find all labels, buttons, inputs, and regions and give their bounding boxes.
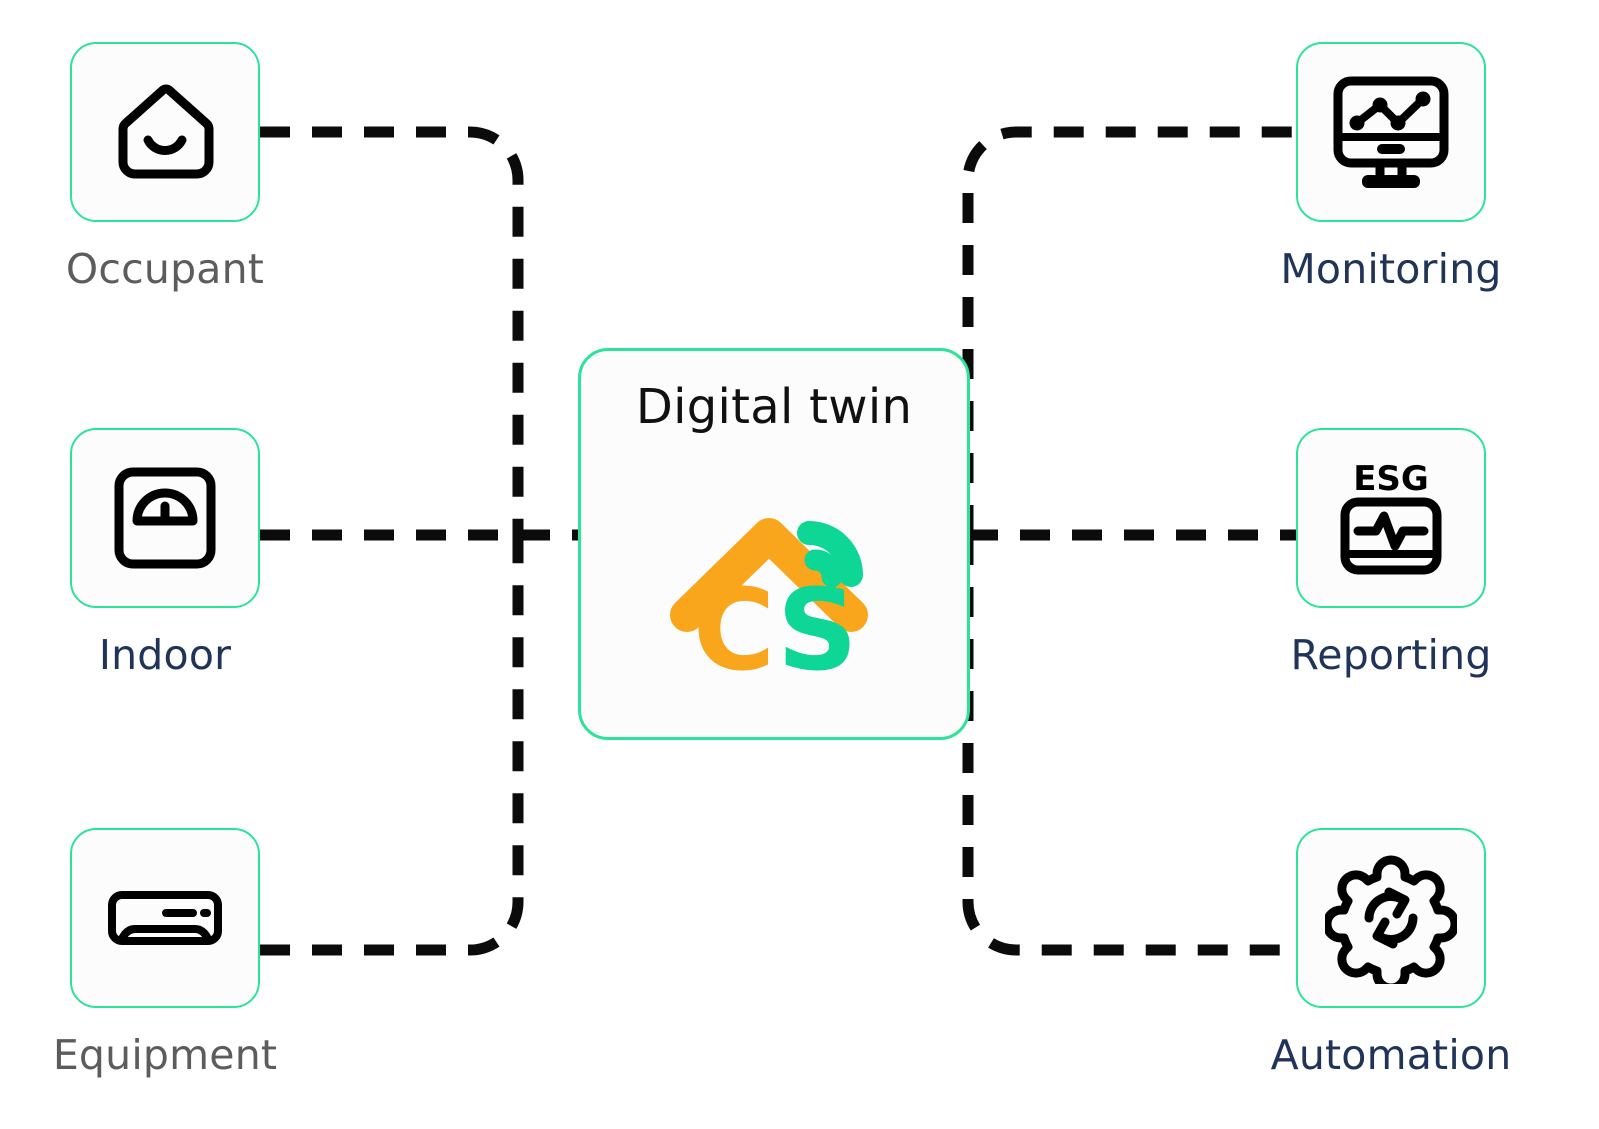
- occupant-tile[interactable]: [70, 42, 260, 222]
- connector-automation: [962, 535, 1296, 956]
- svg-text:S: S: [777, 566, 858, 677]
- automation-tile[interactable]: [1296, 828, 1486, 1008]
- reporting-tile[interactable]: ESG: [1296, 428, 1486, 608]
- air-conditioner-icon: [100, 853, 230, 983]
- connector-equipment: [260, 535, 524, 956]
- esg-report-icon: ESG: [1327, 454, 1455, 582]
- node-label-indoor: Indoor: [98, 631, 232, 679]
- node-label-equipment: Equipment: [52, 1031, 278, 1079]
- node-label-reporting: Reporting: [1290, 631, 1492, 679]
- hub-title: Digital twin: [635, 379, 913, 435]
- connector-occupant: [260, 126, 524, 535]
- indoor-tile[interactable]: [70, 428, 260, 608]
- connector-monitoring: [962, 126, 1296, 535]
- house-smile-icon: [101, 68, 229, 196]
- digital-twin-hub[interactable]: Digital twin C S: [578, 348, 970, 740]
- equipment-tile[interactable]: [70, 828, 260, 1008]
- monitor-chart-icon: [1324, 65, 1458, 199]
- svg-text:C: C: [693, 566, 775, 677]
- monitoring-tile[interactable]: [1296, 42, 1486, 222]
- esg-badge-text: ESG: [1353, 459, 1429, 499]
- gear-refresh-icon: [1325, 852, 1457, 984]
- cs-smart-home-logo: C S: [659, 447, 889, 696]
- weighing-scale-icon: [105, 458, 225, 578]
- node-label-automation: Automation: [1270, 1031, 1512, 1079]
- node-label-occupant: Occupant: [65, 245, 265, 293]
- node-label-monitoring: Monitoring: [1280, 245, 1502, 293]
